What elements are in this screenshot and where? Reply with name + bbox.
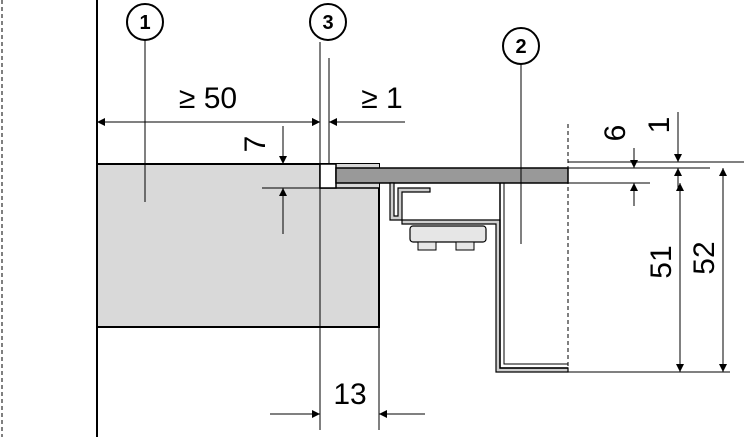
dim-label-13: 13	[333, 378, 366, 411]
dimension-51: 51	[645, 183, 684, 372]
callout-1: 1	[126, 3, 164, 202]
dimension-1: 1	[643, 112, 682, 190]
fastener-clip	[409, 225, 487, 251]
callout-3: 3	[309, 3, 347, 41]
worktop-plate	[335, 167, 569, 184]
bracket-vertical	[500, 183, 520, 364]
dim-label-51: 51	[645, 245, 678, 278]
spacer-block	[319, 163, 337, 189]
wall	[1, 0, 98, 437]
dim-label-6: 6	[599, 125, 632, 142]
dim-label-7: 7	[239, 136, 272, 153]
dimension-ge1: ≥ 1	[298, 42, 405, 164]
dim-label-1: 1	[643, 117, 676, 134]
callout-2: 2	[502, 27, 540, 244]
dimension-6: 6	[599, 125, 638, 206]
dimension-7: 7	[239, 126, 320, 234]
callout-3-label: 3	[322, 12, 333, 34]
mounting-bracket	[389, 182, 431, 221]
dimension-ge50: ≥ 50	[97, 82, 320, 126]
dimension-52: 52	[688, 168, 727, 372]
dim-label-ge50: ≥ 50	[179, 82, 237, 115]
cabinet-body	[96, 163, 380, 328]
callout-2-label: 2	[515, 36, 526, 58]
callout-1-label: 1	[139, 12, 150, 34]
dimension-13: 13	[270, 188, 425, 430]
dim-label-52: 52	[688, 241, 721, 274]
dim-label-ge1: ≥ 1	[361, 82, 402, 115]
